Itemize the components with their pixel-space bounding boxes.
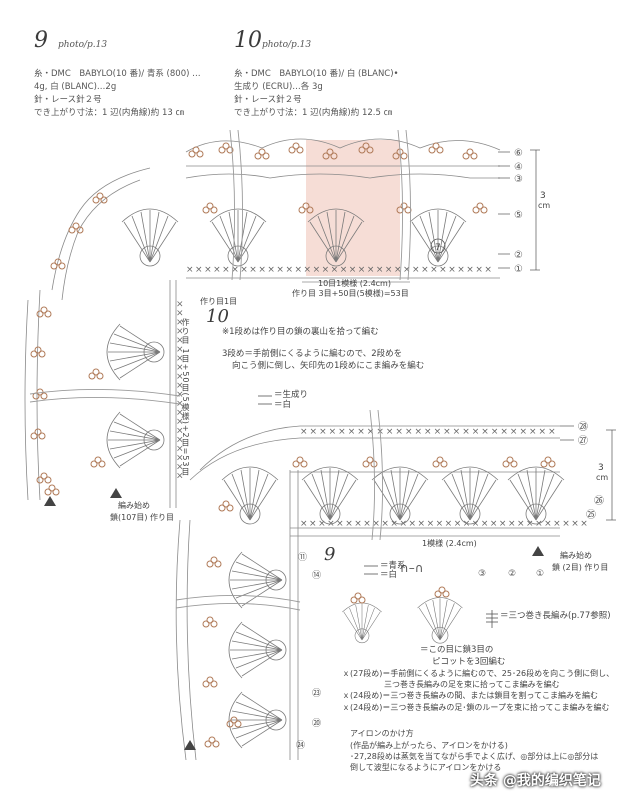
chart10-row-arrows: [498, 151, 510, 269]
chart9-edges: [175, 425, 560, 761]
notes9-line1b: 三つ巻き長編みの足を束に拾ってこま編みを編む: [384, 680, 560, 689]
chart9-legend-blue: ＝青系: [380, 561, 406, 571]
notes9-line1: ｘ(27段め)＝手前側にくるように編むので、25･26段めを向こう側に倒し、: [342, 669, 615, 678]
row-mark: ⑭: [312, 570, 321, 581]
chart10-picots-top: [50, 142, 488, 270]
row-mark: ㉓: [312, 688, 321, 699]
start-triangle: [110, 488, 122, 498]
notes9-line2: ｘ(24段め)＝三つ巻き長編みの間、または鎖目を割ってこま編みを編む: [342, 691, 599, 700]
notes9-iron1: (作品が編み上がったら、アイロンをかける): [350, 741, 508, 750]
repeat-highlight-band: [306, 140, 400, 276]
chart9-start-sub: 鎖 (2目) 作り目: [552, 563, 609, 572]
chart10-repeat-label: 10目1模様 (2.4cm): [318, 279, 391, 288]
row-mark: ㉔: [296, 740, 305, 751]
row-mark: ⑳: [312, 718, 321, 729]
chart10-break-lines: [29, 129, 412, 405]
chart10-left-edge: [24, 280, 177, 508]
pattern10-yarn-1: 糸・DMC BABYLO(10 番)/ 白 (BLANC)•: [234, 69, 399, 79]
pattern10-photo-ref: photo/p.13: [262, 40, 312, 50]
chart9-base-row: ××××××××××××××××××××××××××××××××: [300, 519, 589, 529]
row-mark: ㉗: [578, 435, 588, 447]
svg-text:××××××××××××××××××××: ××××××××××××××××××××: [174, 300, 184, 481]
notes10-line1: ※1段めは作り目の鎖の裏山を拾って編む: [222, 327, 379, 337]
chart9-start-label: 編み始め: [560, 551, 592, 560]
row-mark: ②: [514, 250, 523, 261]
chart10-height-value: 3: [540, 191, 546, 201]
chart9-row-arrows: [560, 425, 574, 441]
chart10-picots-left: [30, 306, 106, 496]
row-mark: ①: [514, 264, 523, 275]
row-mark: ㉕: [586, 509, 596, 521]
row-mark: ⑤: [514, 210, 523, 221]
row-mark: ①: [536, 569, 544, 579]
notes10-number: 10: [206, 306, 229, 327]
pattern9-photo-ref: photo/p.13: [58, 40, 108, 50]
chart10-top-edge: [51, 138, 501, 301]
chart9-row-numbers: ㉘ ㉗ ㉖ ㉕: [578, 421, 604, 521]
row-mark: ㉖: [594, 495, 604, 507]
chart9-fans-left: [228, 551, 287, 749]
chart10-foundation-chain: 鎖(107目) 作り目: [110, 513, 175, 522]
chart10-foundation-label: 編み始め: [118, 501, 150, 510]
notes9-iron-title: アイロンのかけ方: [350, 729, 414, 738]
notes10-line3: 向こう側に倒し、矢印先の1段めにこま編みを編む: [232, 361, 425, 371]
chart10-start-label: 作り目1目: [200, 297, 238, 306]
pattern9-number: 9: [34, 28, 48, 53]
start-triangle: [532, 546, 544, 556]
pattern9-needle: 針・レース針２号: [34, 95, 102, 105]
watermark-text: 头条 @我的编织笔记: [470, 773, 601, 789]
notes9-iron3: 倒して波型になるようにアイロンをかける: [350, 763, 502, 772]
row-mark: ㉘: [578, 421, 588, 433]
pattern9-yarn-2: 4g, 白 (BLANC)…2g: [34, 82, 117, 92]
pattern9-materials: 糸・DMC BABYLO(10 番)/ 青系 (800) … 4g, 白 (BL…: [34, 68, 201, 120]
chart10-center-mark: 7: [435, 243, 441, 253]
triple-treble-diagrams: [342, 586, 498, 644]
chart10-row-label: 作り目 3目+50目(5模様)=53目: [292, 289, 409, 298]
pattern10-needle: 針・レース針２号: [234, 95, 302, 105]
row-mark: ⑪: [298, 552, 307, 563]
row-mark: ③: [514, 174, 523, 185]
chart9-legend-white: ＝白: [380, 570, 398, 580]
row-mark: ③: [478, 569, 486, 579]
pattern10-materials: 糸・DMC BABYLO(10 番)/ 白 (BLANC)• 生成り (ECRU…: [234, 68, 399, 120]
start-triangle: [44, 496, 56, 506]
chart9-repeat-label: 1模様 (2.4cm): [422, 539, 477, 548]
notes9-line3: ｘ(24段め)＝三つ巻き長編みの足･鎖のループを束に拾ってこま編みを編む: [342, 703, 610, 712]
chart9-height-value: 3: [598, 463, 604, 473]
pattern10-size: でき上がり寸法：1 辺(内角線)約 12.5 ㎝: [234, 108, 393, 118]
chart9-number: 9: [324, 544, 336, 565]
row-mark: ②: [508, 569, 516, 579]
chart9-triple-label: ＝三つ巻き長編み(p.77参照): [500, 611, 611, 621]
row-mark: ⑥: [514, 148, 523, 159]
chart9-top-row: ×××××××××××××××××××××××××××: [300, 427, 558, 437]
chart9-break-lines: [175, 409, 384, 611]
notes10-legend-white: ＝白: [274, 400, 292, 410]
chart9-height-unit: cm: [596, 473, 608, 482]
pattern10-number: 10: [234, 28, 262, 53]
pattern9-size: でき上がり寸法：1 辺(内角線)約 13 ㎝: [34, 108, 184, 118]
row-mark: ④: [514, 162, 523, 173]
loop-symbol: ∩–∩: [400, 561, 424, 575]
chart10-row-numbers: ⑥ ④ ③ ⑤ ② ①: [514, 148, 523, 275]
chart10-vertical-label: 作り目 1目+50目(5模様)+2目=53目: [181, 318, 190, 477]
chart10-fans-top: [121, 208, 467, 267]
chart9-picot-line1: ＝この目に鎖3目の: [420, 645, 494, 655]
notes10-legend-ecru: ＝生成り: [274, 390, 309, 400]
chart10-fans-left: [106, 323, 165, 469]
pattern10-yarn-2: 生成り (ECRU)…各 3g: [234, 82, 323, 92]
chart9-fans-top: [221, 466, 565, 525]
chart9-side-marks: ⑪ ⑭ ㉓ ⑳ ㉔ ③ ② ①: [296, 552, 544, 751]
chart10-height-unit: cm: [538, 201, 550, 210]
notes9-iron2: ･27,28段めは蒸気を当てながら手でよく広げ、◎部分は上に◎部分は: [350, 752, 599, 761]
start-triangle: [184, 740, 196, 750]
chart10-base-row: ××××××××××××××××××××××××××××××××××: [186, 265, 493, 275]
chart9-picot-line2: ピコットを3回編む: [432, 657, 506, 667]
notes10-line2: 3段め＝手前側にくるように編むので、2段めを: [222, 349, 403, 359]
pattern9-yarn-1: 糸・DMC BABYLO(10 番)/ 青系 (800) …: [34, 69, 201, 79]
